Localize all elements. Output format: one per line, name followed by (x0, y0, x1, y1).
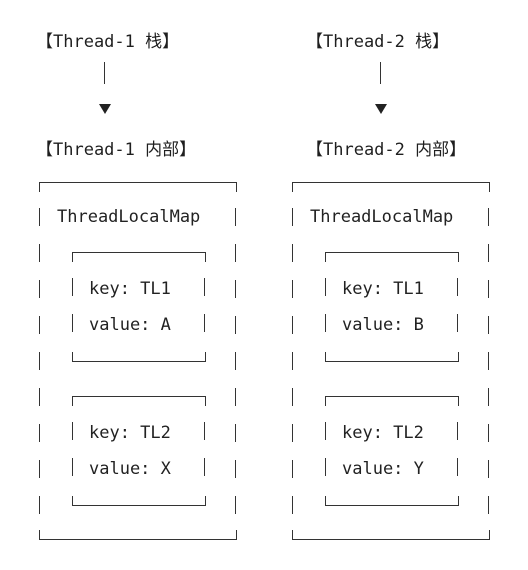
thread1-threadlocalmap-box: ThreadLocalMap key: TL1 value: A key: TL… (39, 182, 237, 540)
thread1-map-left-bar (39, 496, 40, 514)
thread2-map-right-bar (488, 460, 489, 478)
thread2-map-left-bar (292, 352, 293, 370)
thread1-connector-line (104, 62, 105, 84)
thread1-map-left-bar (39, 352, 40, 370)
thread2-column: 【Thread-2 栈】 【Thread-2 内部】 ThreadLocalMa… (264, 0, 528, 570)
thread2-threadlocalmap-box: ThreadLocalMap key: TL1 value: B key: TL… (292, 182, 490, 540)
entry-left-bar (72, 422, 73, 440)
entry-bottom-border (72, 352, 206, 362)
entry-left-bar (325, 314, 326, 332)
thread1-map-right-bar (235, 460, 236, 478)
thread1-map-right-bar (235, 424, 236, 442)
entry-right-bar (204, 314, 205, 332)
entry-key: key: TL1 (89, 279, 171, 299)
entry-right-bar (204, 422, 205, 440)
thread2-stack-label: 【Thread-2 栈】 (306, 32, 450, 52)
thread2-map-right-bar (488, 280, 489, 298)
entry-value: value: A (89, 315, 171, 335)
entry-top-border (325, 396, 459, 406)
thread2-map-left-bar (292, 244, 293, 262)
entry-right-bar (457, 422, 458, 440)
thread2-map-right-bar (488, 208, 489, 226)
thread2-arrow-down-icon (375, 104, 387, 114)
entry-key: key: TL2 (342, 423, 424, 443)
thread2-map-right-bar (488, 316, 489, 334)
entry-left-bar (325, 422, 326, 440)
entry-top-border (325, 252, 459, 262)
entry-right-bar (457, 278, 458, 296)
entry-left-bar (72, 314, 73, 332)
entry-key: key: TL2 (89, 423, 171, 443)
thread1-map-left-bar (39, 424, 40, 442)
thread2-entry-tl2: key: TL2 value: Y (325, 396, 459, 506)
thread1-map-right-bar (235, 352, 236, 370)
thread1-map-title: ThreadLocalMap (57, 207, 201, 227)
thread2-map-title: ThreadLocalMap (310, 207, 454, 227)
thread1-map-top-border (39, 182, 237, 192)
entry-right-bar (457, 314, 458, 332)
entry-bottom-border (325, 352, 459, 362)
entry-bottom-border (72, 496, 206, 506)
thread1-map-left-bar (39, 208, 40, 226)
thread2-entry-tl1: key: TL1 value: B (325, 252, 459, 362)
thread2-map-top-border (292, 182, 490, 192)
entry-key: key: TL1 (342, 279, 424, 299)
thread1-map-left-bar (39, 316, 40, 334)
thread2-map-left-bar (292, 316, 293, 334)
thread2-map-right-bar (488, 352, 489, 370)
entry-left-bar (72, 278, 73, 296)
thread2-map-right-bar (488, 388, 489, 406)
thread2-map-left-bar (292, 388, 293, 406)
thread1-map-right-bar (235, 244, 236, 262)
entry-value: value: B (342, 315, 424, 335)
thread1-arrow-down-icon (99, 104, 111, 114)
entry-top-border (72, 396, 206, 406)
thread2-map-bottom-border (292, 530, 490, 540)
thread2-map-left-bar (292, 208, 293, 226)
thread2-map-left-bar (292, 424, 293, 442)
thread1-entry-tl1: key: TL1 value: A (72, 252, 206, 362)
entry-left-bar (325, 278, 326, 296)
thread2-map-left-bar (292, 280, 293, 298)
thread1-map-left-bar (39, 388, 40, 406)
thread2-map-right-bar (488, 424, 489, 442)
thread2-map-left-bar (292, 496, 293, 514)
thread1-map-right-bar (235, 496, 236, 514)
thread1-entry-tl2: key: TL2 value: X (72, 396, 206, 506)
entry-left-bar (72, 458, 73, 476)
thread1-map-left-bar (39, 460, 40, 478)
thread1-map-right-bar (235, 388, 236, 406)
thread1-map-right-bar (235, 208, 236, 226)
entry-bottom-border (325, 496, 459, 506)
thread1-map-left-bar (39, 244, 40, 262)
thread1-column: 【Thread-1 栈】 【Thread-1 内部】 ThreadLocalMa… (36, 32, 237, 540)
thread1-stack-label: 【Thread-1 栈】 (36, 32, 180, 52)
thread1-map-bottom-border (39, 530, 237, 540)
thread2-map-right-bar (488, 496, 489, 514)
thread1-map-right-bar (235, 280, 236, 298)
thread1-internal-label: 【Thread-1 内部】 (36, 140, 197, 160)
thread2-map-right-bar (488, 244, 489, 262)
thread1-map-right-bar (235, 316, 236, 334)
thread1-map-left-bar (39, 280, 40, 298)
entry-top-border (72, 252, 206, 262)
entry-value: value: X (89, 459, 171, 479)
entry-right-bar (204, 278, 205, 296)
entry-right-bar (204, 458, 205, 476)
entry-left-bar (325, 458, 326, 476)
thread2-map-left-bar (292, 460, 293, 478)
entry-value: value: Y (342, 459, 424, 479)
thread2-internal-label: 【Thread-2 内部】 (306, 140, 467, 160)
thread2-connector-line (380, 62, 381, 84)
entry-right-bar (457, 458, 458, 476)
